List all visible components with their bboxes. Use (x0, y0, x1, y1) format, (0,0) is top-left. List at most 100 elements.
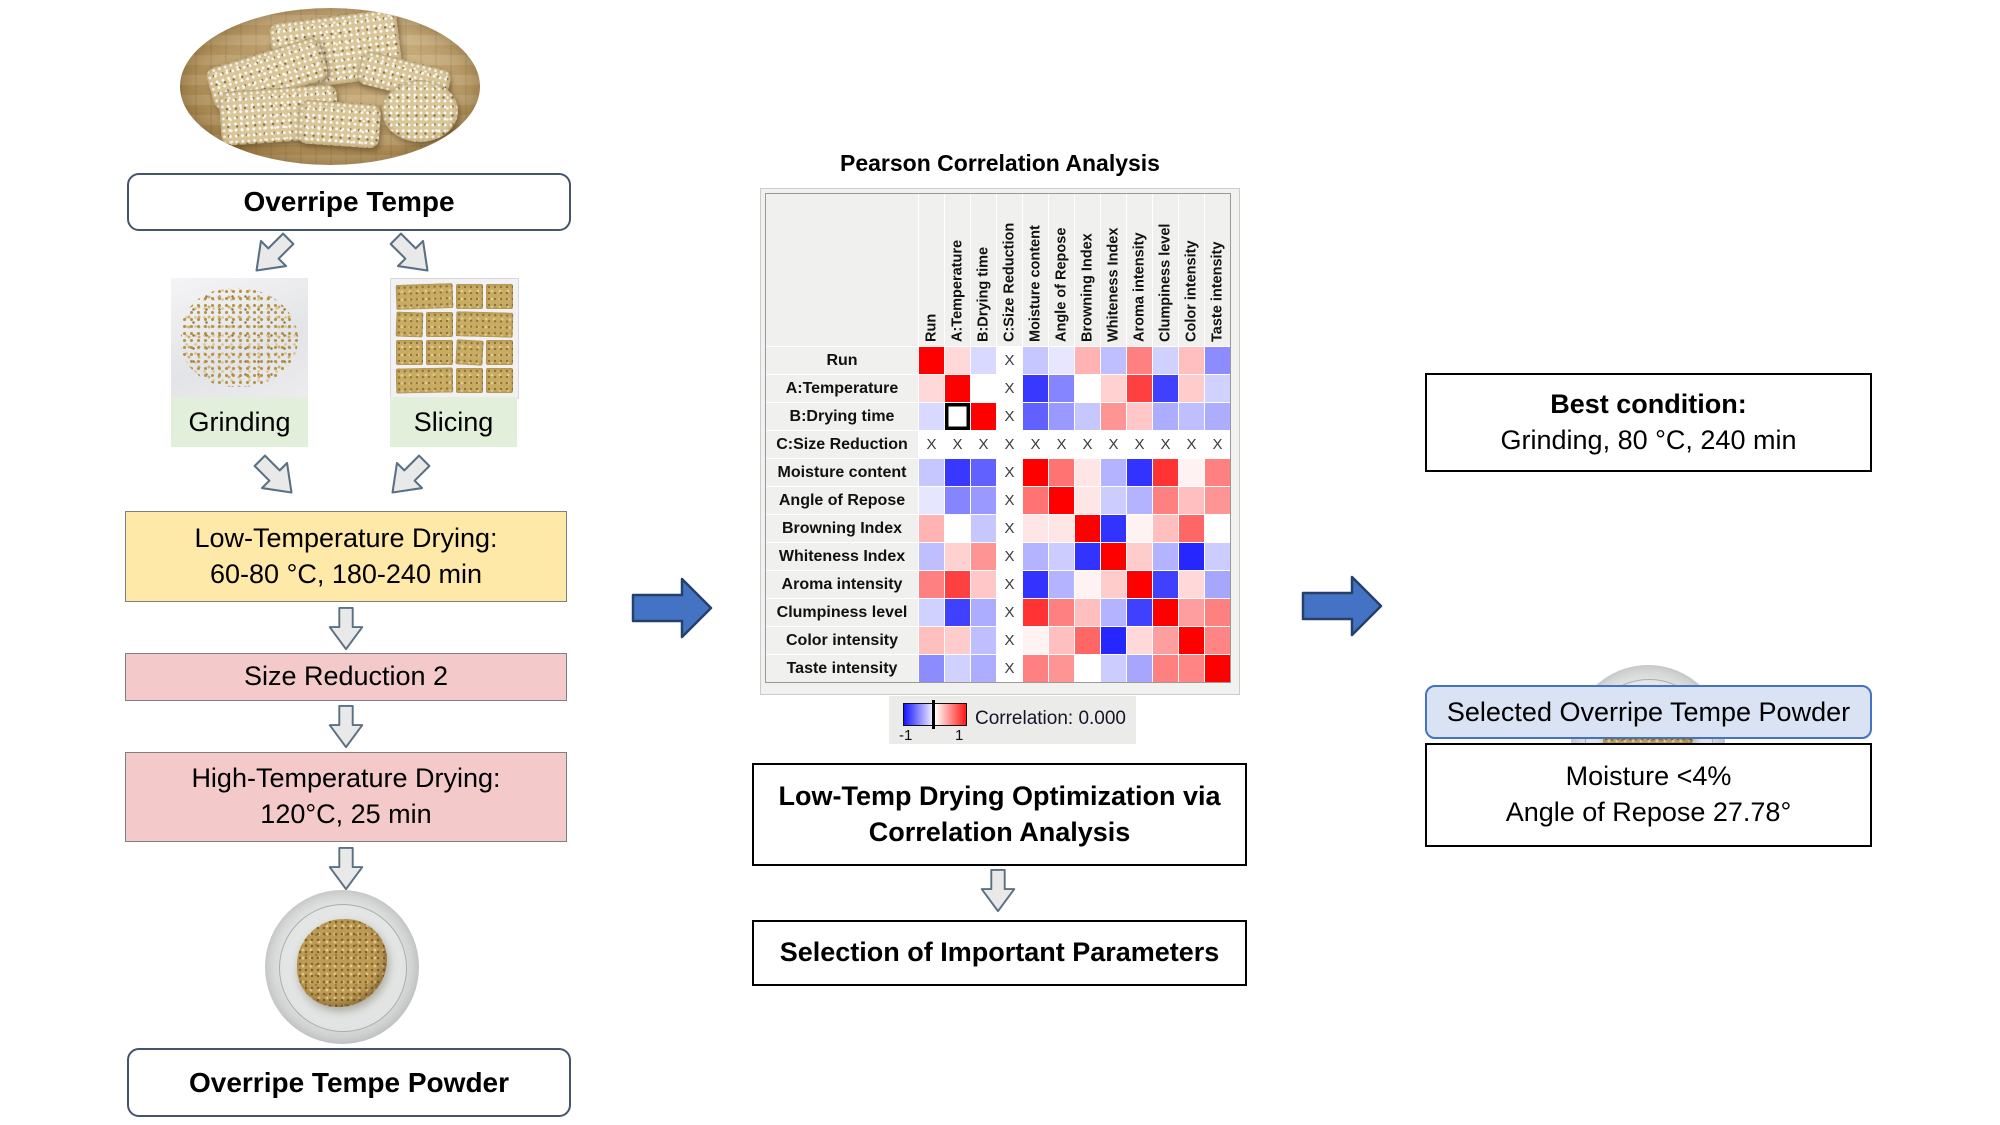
matrix-cell[interactable] (1127, 459, 1152, 486)
matrix-cell[interactable] (971, 487, 996, 514)
matrix-cell[interactable]: X (997, 627, 1022, 654)
matrix-cell[interactable]: X (997, 515, 1022, 542)
matrix-cell[interactable] (1075, 655, 1100, 682)
matrix-cell[interactable] (1049, 571, 1074, 598)
matrix-cell[interactable] (1049, 375, 1074, 402)
matrix-cell[interactable] (1101, 543, 1126, 570)
colorbar-marker[interactable] (932, 700, 935, 729)
matrix-cell[interactable] (1179, 459, 1204, 486)
matrix-cell[interactable] (919, 571, 944, 598)
matrix-cell[interactable] (1153, 403, 1178, 430)
matrix-cell[interactable] (1153, 627, 1178, 654)
matrix-cell[interactable] (1101, 515, 1126, 542)
matrix-cell[interactable] (1205, 599, 1230, 626)
matrix-cell[interactable] (1023, 655, 1048, 682)
matrix-cell[interactable] (971, 599, 996, 626)
matrix-cell[interactable] (1153, 599, 1178, 626)
matrix-cell[interactable] (1023, 543, 1048, 570)
matrix-cell[interactable] (1205, 403, 1230, 430)
matrix-cell[interactable] (971, 543, 996, 570)
matrix-cell[interactable] (1023, 627, 1048, 654)
matrix-cell[interactable]: X (997, 347, 1022, 374)
matrix-cell[interactable] (1153, 571, 1178, 598)
matrix-cell[interactable] (945, 515, 970, 542)
matrix-cell[interactable] (1101, 487, 1126, 514)
matrix-cell[interactable] (1101, 459, 1126, 486)
matrix-cell[interactable]: X (945, 431, 970, 458)
matrix-cell[interactable] (1127, 403, 1152, 430)
matrix-cell[interactable] (1049, 403, 1074, 430)
matrix-cell[interactable] (919, 599, 944, 626)
matrix-cell[interactable] (945, 627, 970, 654)
matrix-cell[interactable] (1179, 375, 1204, 402)
matrix-cell[interactable] (1127, 347, 1152, 374)
matrix-cell[interactable] (945, 375, 970, 402)
matrix-cell[interactable] (919, 543, 944, 570)
matrix-cell[interactable] (1049, 627, 1074, 654)
matrix-cell[interactable] (1075, 403, 1100, 430)
matrix-cell[interactable]: X (1153, 431, 1178, 458)
matrix-cell[interactable] (1101, 655, 1126, 682)
matrix-cell[interactable] (971, 459, 996, 486)
matrix-cell[interactable] (1023, 375, 1048, 402)
matrix-cell[interactable] (1049, 459, 1074, 486)
matrix-cell[interactable] (1153, 515, 1178, 542)
matrix-cell[interactable] (1179, 487, 1204, 514)
matrix-cell[interactable] (1205, 459, 1230, 486)
matrix-cell[interactable]: X (1205, 431, 1230, 458)
matrix-cell[interactable] (1179, 655, 1204, 682)
matrix-cell[interactable] (1023, 599, 1048, 626)
matrix-cell[interactable] (971, 655, 996, 682)
matrix-cell[interactable] (945, 543, 970, 570)
matrix-cell[interactable] (1075, 543, 1100, 570)
matrix-cell[interactable] (1023, 459, 1048, 486)
matrix-cell[interactable] (1205, 571, 1230, 598)
matrix-cell[interactable] (945, 487, 970, 514)
matrix-cell[interactable] (1205, 655, 1230, 682)
matrix-cell[interactable]: X (997, 571, 1022, 598)
matrix-cell[interactable] (945, 655, 970, 682)
matrix-cell[interactable] (1101, 571, 1126, 598)
matrix-cell[interactable] (1101, 599, 1126, 626)
matrix-cell[interactable] (1049, 599, 1074, 626)
matrix-cell[interactable] (1049, 347, 1074, 374)
matrix-cell[interactable] (971, 627, 996, 654)
matrix-cell[interactable]: X (997, 599, 1022, 626)
matrix-cell[interactable]: X (1049, 431, 1074, 458)
matrix-cell[interactable] (1153, 543, 1178, 570)
matrix-cell[interactable] (971, 375, 996, 402)
matrix-cell[interactable]: X (997, 403, 1022, 430)
matrix-cell[interactable] (945, 599, 970, 626)
matrix-cell[interactable] (1153, 459, 1178, 486)
matrix-cell[interactable] (1049, 487, 1074, 514)
matrix-cell[interactable] (945, 403, 970, 430)
matrix-cell[interactable] (1179, 627, 1204, 654)
matrix-cell[interactable] (1127, 599, 1152, 626)
matrix-cell[interactable]: X (997, 655, 1022, 682)
matrix-cell[interactable] (1075, 487, 1100, 514)
matrix-cell[interactable] (1023, 487, 1048, 514)
matrix-cell[interactable] (1153, 487, 1178, 514)
correlation-colorbar[interactable] (903, 703, 967, 726)
matrix-cell[interactable] (1023, 571, 1048, 598)
matrix-cell[interactable] (1205, 487, 1230, 514)
matrix-cell[interactable] (1023, 403, 1048, 430)
matrix-cell[interactable] (1075, 459, 1100, 486)
matrix-cell[interactable]: X (997, 487, 1022, 514)
matrix-cell[interactable] (919, 627, 944, 654)
matrix-cell[interactable]: X (919, 431, 944, 458)
matrix-cell[interactable] (971, 571, 996, 598)
matrix-cell[interactable]: X (997, 543, 1022, 570)
matrix-cell[interactable] (1205, 515, 1230, 542)
matrix-cell[interactable] (919, 487, 944, 514)
matrix-cell[interactable] (1023, 515, 1048, 542)
matrix-cell[interactable] (971, 515, 996, 542)
matrix-cell[interactable] (1127, 515, 1152, 542)
matrix-cell[interactable] (1127, 655, 1152, 682)
matrix-cell[interactable] (1205, 375, 1230, 402)
matrix-cell[interactable] (919, 515, 944, 542)
matrix-cell[interactable] (1205, 543, 1230, 570)
matrix-cell[interactable] (1127, 543, 1152, 570)
matrix-cell[interactable]: X (997, 431, 1022, 458)
matrix-cell[interactable]: X (997, 459, 1022, 486)
